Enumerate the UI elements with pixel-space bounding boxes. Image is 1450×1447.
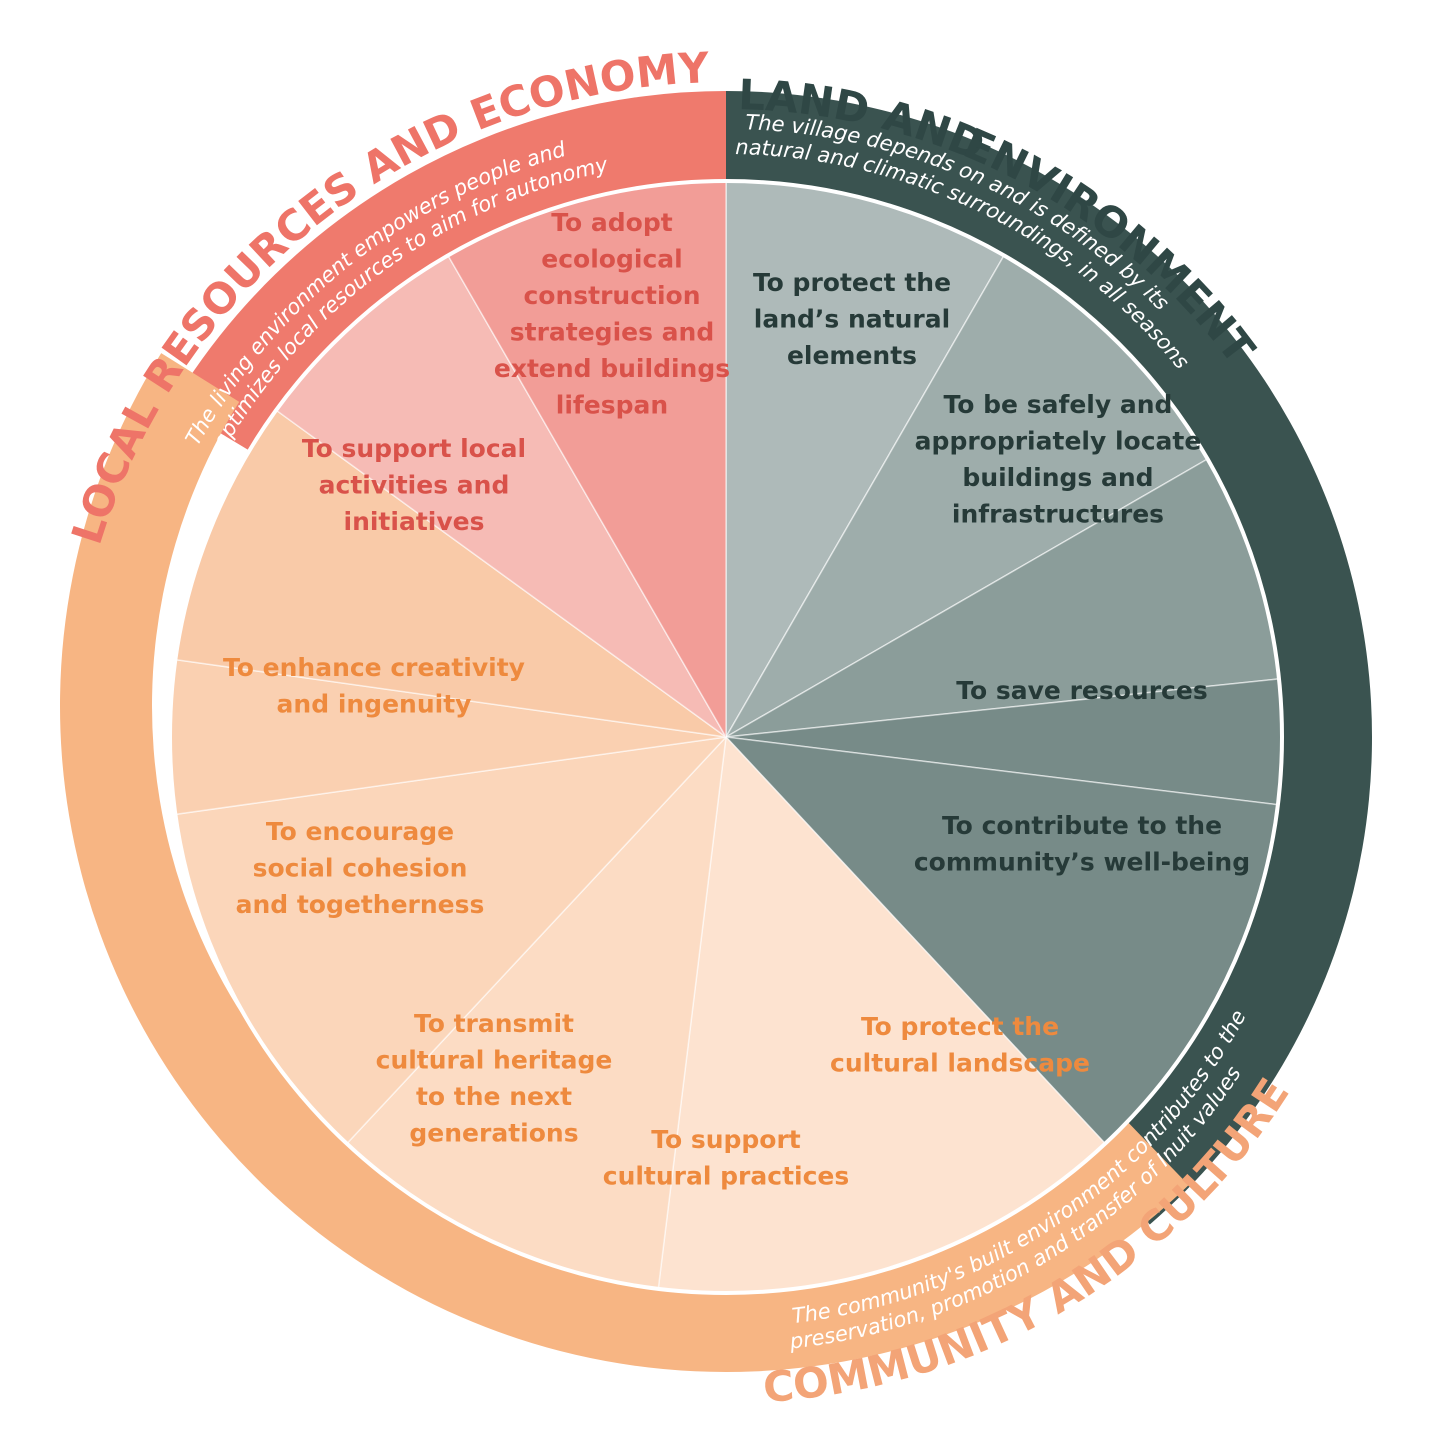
goal-segment-label-line: cultural heritage — [376, 1046, 613, 1075]
goal-segment-label-line: To encourage — [266, 817, 454, 846]
inner-circle-outline — [168, 179, 1284, 1295]
goal-segment-label-line: infrastructures — [952, 500, 1164, 529]
goal-segment-label-line: community’s well-being — [914, 848, 1250, 877]
goal-segment-label-line: land’s natural — [754, 305, 950, 334]
goal-segment-label-line: construction — [523, 281, 700, 310]
goal-segment-label-line: lifespan — [556, 391, 668, 420]
goal-segment-label-line: extend buildings — [494, 354, 730, 383]
goal-segment-label-line: To protect the — [753, 268, 951, 297]
goal-segment-label: To protect the cultural landscape — [830, 1012, 1090, 1078]
local-resources-economy-ring — [172, 91, 727, 451]
goal-segment-label-line: initiatives — [344, 507, 485, 536]
goal-segment-label-line: generations — [409, 1119, 578, 1148]
goal-segment-label-line: activities and — [319, 471, 510, 500]
community-culture-ring — [59, 353, 1189, 1373]
goal-segment-label: To protect the land’s natural elements — [753, 268, 951, 370]
goal-segment-label-line: To save resources — [956, 676, 1207, 705]
goal-segment-label: To support cultural practices — [603, 1125, 850, 1191]
goal-segment-label-line: To enhance creativity — [223, 653, 525, 682]
goal-segment-label-line: and togetherness — [236, 890, 485, 919]
goal-segment-label-line: appropriately locate — [915, 427, 1202, 456]
goal-segment-label-line: To contribute to the — [942, 811, 1222, 840]
goal-segment-label-line: To be safely and — [944, 390, 1173, 419]
goal-segment-labels: To protect the land’s natural elements To b… — [223, 208, 1250, 1191]
goal-segment-label-line: To support local — [302, 434, 526, 463]
goal-segment-label-line: and ingenuity — [277, 690, 472, 719]
goal-segment-label: To enhance creativity and ingenuity — [223, 653, 525, 719]
goal-segment-label: To transmit cultural heritage to the next g… — [376, 1009, 613, 1148]
goal-segment-label-line: elements — [787, 341, 917, 370]
goal-segment-label-line: cultural practices — [603, 1162, 850, 1191]
goal-segment-label: To contribute to the community’s well-bei… — [914, 811, 1250, 877]
goal-segment-label-line: to the next — [416, 1082, 572, 1111]
goal-segment-label-line: To support — [651, 1125, 801, 1154]
goal-segment-label-line: To adopt — [551, 208, 672, 237]
outer-category-rings — [59, 91, 1372, 1373]
land-environment-ring — [726, 91, 1372, 1225]
goal-segment-label-line: cultural landscape — [830, 1049, 1090, 1078]
goal-segment-label: To adopt ecological construction strategies… — [494, 208, 730, 420]
goal-segment-label-line: social cohesion — [253, 854, 468, 883]
goal-segment-label-line: ecological — [541, 245, 682, 274]
goal-segment-label: To be safely and appropriately locate buil… — [915, 390, 1202, 529]
goal-segment-label-line: To protect the — [861, 1012, 1059, 1041]
goal-segments — [169, 180, 1283, 1294]
goal-segment-label: To save resources — [956, 676, 1207, 705]
goal-segment-label-line: To transmit — [414, 1009, 574, 1038]
goal-segment-label-line: strategies and — [510, 318, 715, 347]
goal-segment-label: To support local activities and initiative… — [302, 434, 526, 536]
goal-segment-label-line: buildings and — [962, 463, 1153, 492]
goal-segment-label: To encourage social cohesion and togethern… — [236, 817, 485, 919]
